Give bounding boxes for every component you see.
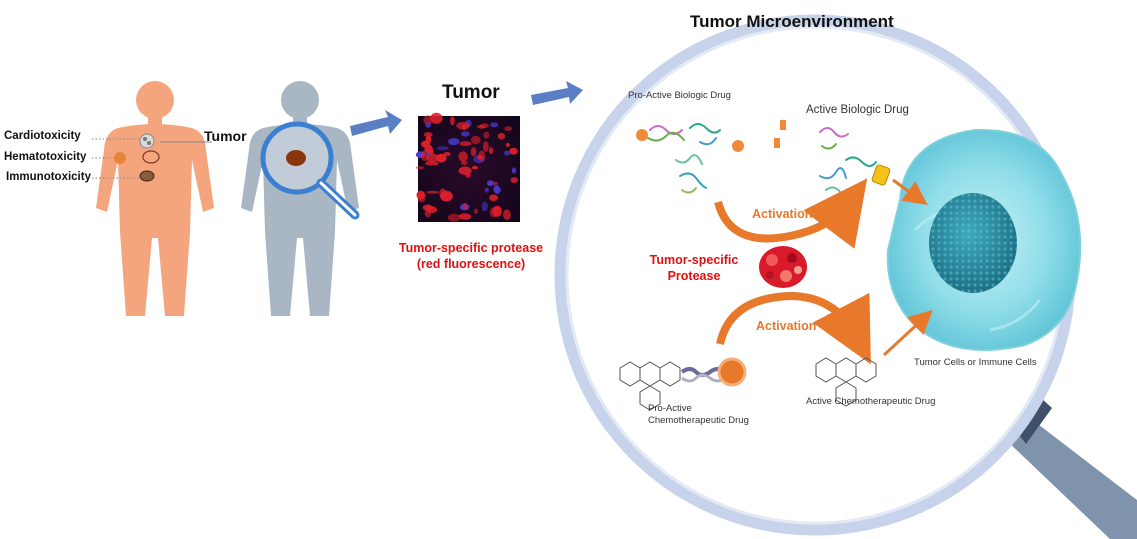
fluorescence-image bbox=[415, 112, 520, 222]
fluorescence-speck bbox=[472, 166, 478, 170]
fluorescence-speck bbox=[443, 151, 451, 157]
fluorescence-speck bbox=[509, 147, 518, 155]
immune-organ-icon bbox=[139, 170, 155, 182]
fluorescence-speck bbox=[482, 141, 489, 153]
pro-active-biologic-structure bbox=[636, 123, 744, 194]
fluorescence-speck bbox=[489, 207, 499, 218]
magnifier-small-icon bbox=[260, 121, 360, 220]
pro-active-chemo-structure bbox=[619, 361, 681, 411]
fluorescence-speck bbox=[426, 190, 439, 194]
fluorescence-speck bbox=[510, 177, 518, 183]
human-body-orange bbox=[96, 81, 214, 316]
active-biologic-label: Active Biologic Drug bbox=[806, 104, 909, 116]
fluorescence-speck bbox=[504, 126, 513, 132]
fluorescence-speck bbox=[423, 132, 433, 138]
fluorescence-speck bbox=[460, 160, 468, 166]
fluorescence-speck bbox=[484, 187, 489, 193]
activation-arrow-bottom bbox=[716, 291, 871, 365]
fluorescence-speck bbox=[448, 138, 460, 146]
payload-to-cell-arrow bbox=[892, 178, 928, 206]
toxicity-leader-lines bbox=[92, 138, 140, 179]
fluorescence-speck bbox=[477, 124, 486, 129]
fluorescence-speck bbox=[481, 201, 488, 212]
fluorescence-speck bbox=[430, 112, 443, 124]
hematotoxicity-label: Hematotoxicity bbox=[4, 151, 87, 163]
heart-organ-icon bbox=[139, 133, 155, 149]
fluorescence-speck bbox=[489, 194, 499, 202]
fluorescence-speck bbox=[478, 150, 486, 162]
fluorescence-speck bbox=[458, 166, 472, 175]
fluorescence-speck bbox=[511, 167, 517, 174]
fluorescence-speck bbox=[436, 146, 449, 151]
blue-arrow-1 bbox=[350, 110, 402, 136]
fluorescence-speck bbox=[428, 148, 434, 155]
fluorescence-speck bbox=[497, 133, 506, 140]
fluorescence-speck bbox=[456, 122, 470, 130]
fluorescence-speck bbox=[503, 209, 511, 220]
microenvironment-title: Tumor Microenvironment bbox=[690, 12, 894, 31]
pro-active-chemo-label-line2: Chemotherapeutic Drug bbox=[648, 415, 749, 426]
chemo-to-cell-arrow bbox=[882, 309, 933, 357]
fluorescence-speck bbox=[462, 202, 468, 210]
fluorescence-speck bbox=[473, 208, 478, 214]
fluorescence-speck bbox=[503, 150, 511, 156]
fluorescence-speck bbox=[435, 153, 447, 163]
fluorescence-speck bbox=[460, 131, 470, 137]
fluorescence-speck bbox=[447, 213, 461, 222]
fluorescence-speck bbox=[417, 193, 426, 203]
activation-top-label: Activation bbox=[752, 207, 813, 221]
tumor-title: Tumor bbox=[442, 82, 500, 103]
drug-payload-icon bbox=[871, 164, 891, 186]
protease-structure bbox=[759, 246, 807, 288]
fluorescence-speck bbox=[426, 206, 438, 214]
fluorescence-speck bbox=[493, 184, 500, 194]
fluorescence-speck bbox=[458, 151, 468, 162]
protease-caption-line1: Tumor-specific protease bbox=[398, 241, 544, 255]
active-chemo-structure bbox=[815, 357, 877, 407]
fluorescence-speck bbox=[421, 140, 431, 148]
protease-label-line1: Tumor-specific bbox=[649, 253, 739, 267]
cell-nucleus bbox=[929, 193, 1017, 293]
tumor-body-label: Tumor bbox=[204, 128, 247, 144]
spleen-organ-icon bbox=[114, 152, 126, 164]
fluorescence-speck bbox=[439, 188, 447, 199]
immunotoxicity-label: Immunotoxicity bbox=[6, 171, 91, 183]
activation-arrow-top bbox=[714, 178, 868, 249]
fluorescence-speck bbox=[459, 141, 472, 147]
fluorescence-speck bbox=[490, 122, 499, 128]
active-chemo-label: Active Chemotherapeutic Drug bbox=[806, 396, 936, 407]
fluorescence-speck bbox=[425, 122, 431, 128]
fluorescence-speck bbox=[488, 147, 494, 155]
fluorescence-speck bbox=[415, 166, 425, 170]
tumor-cells-label: Tumor Cells or Immune Cells bbox=[914, 357, 1037, 368]
fluorescence-speck bbox=[483, 131, 490, 139]
fluorescence-speck bbox=[470, 135, 481, 145]
protease-label-line2: Protease bbox=[667, 269, 721, 283]
blue-arrow-2 bbox=[531, 81, 583, 105]
cardiotoxicity-label: Cardiotoxicity bbox=[4, 130, 81, 142]
activation-bottom-label: Activation bbox=[756, 319, 817, 333]
pro-drug-cap-icon bbox=[717, 357, 747, 387]
protease-caption-line2: (red fluorescence) bbox=[416, 257, 526, 271]
pro-active-biologic-label: Pro-Active Biologic Drug bbox=[628, 90, 731, 101]
pro-active-chemo-label-line1: Pro-Active bbox=[648, 403, 692, 414]
linker-peptide bbox=[680, 367, 726, 383]
fluorescence-speck bbox=[487, 180, 494, 187]
fluorescence-speck bbox=[458, 213, 472, 220]
fluorescence-speck bbox=[425, 161, 439, 166]
fluorescence-speck bbox=[505, 142, 510, 148]
fluorescence-speck bbox=[470, 147, 477, 157]
fluorescence-speck bbox=[450, 116, 455, 126]
blood-organ-icon bbox=[142, 150, 160, 164]
